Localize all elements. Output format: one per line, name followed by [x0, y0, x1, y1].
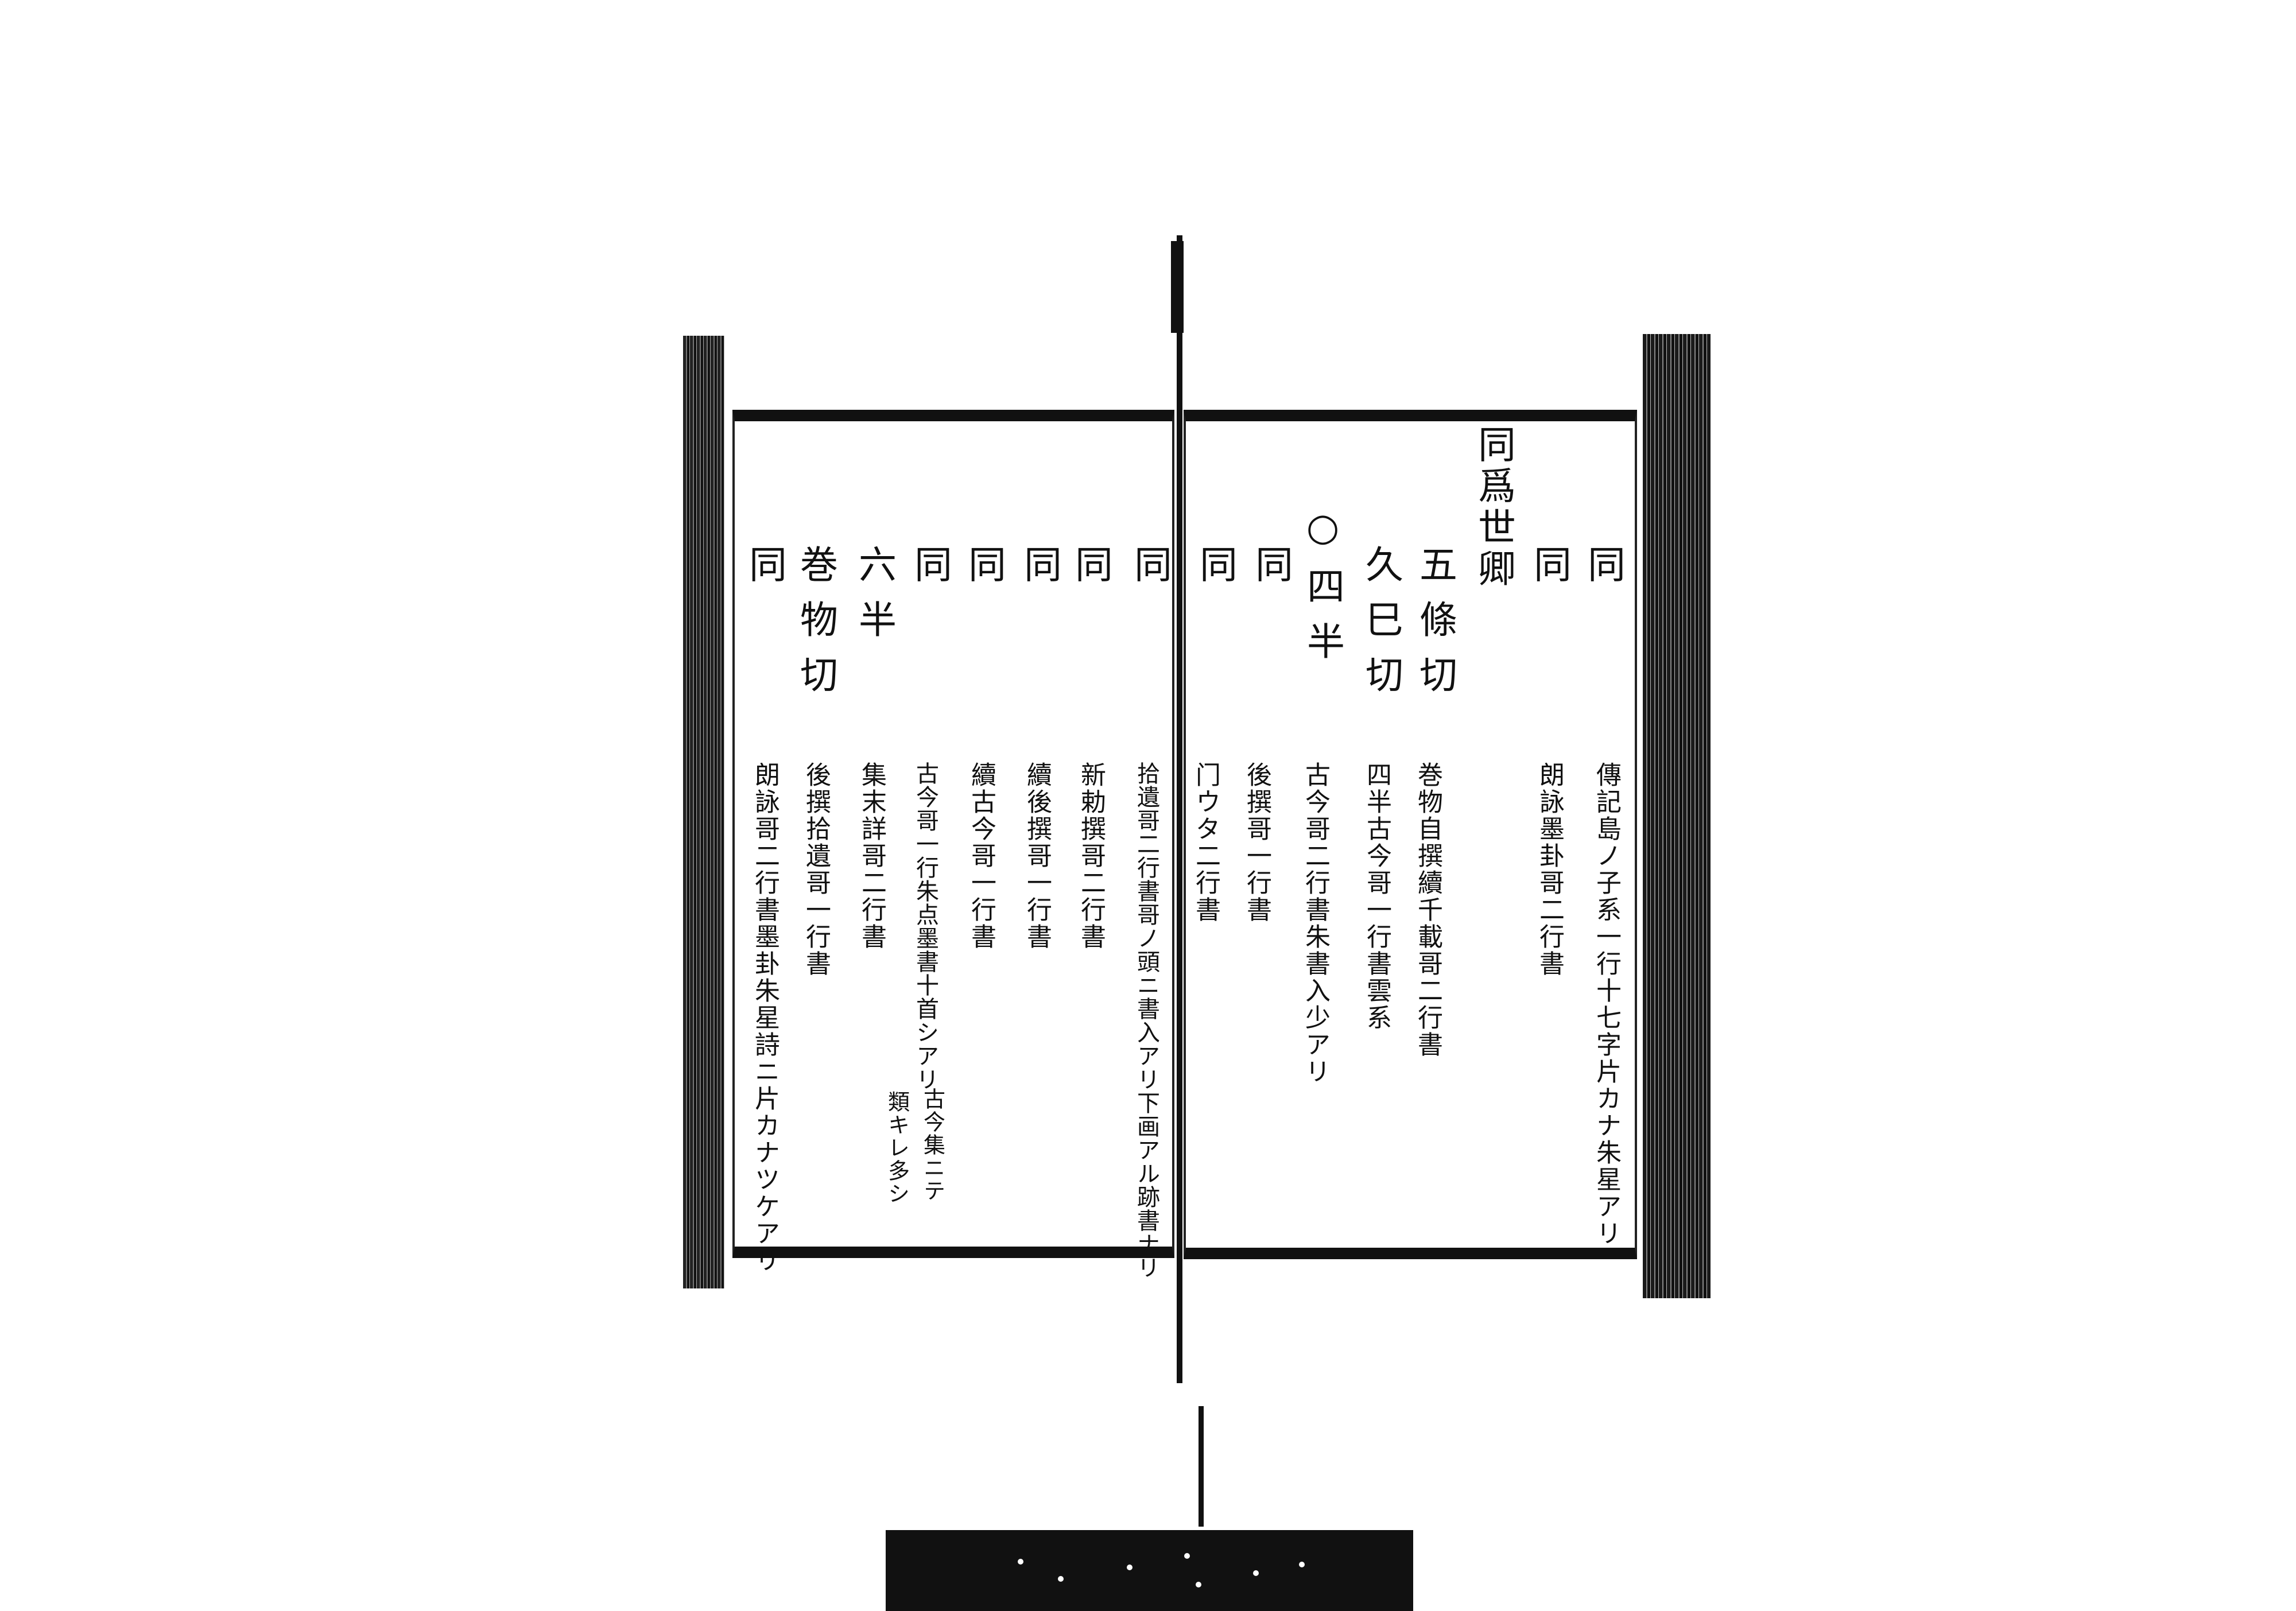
left-page-frame [732, 410, 1174, 1258]
entry-detail: 續古今哥一行書 [967, 762, 996, 950]
entry-detail: 集末詳哥二行書 [857, 762, 886, 950]
entry-detail: 傳記島ノ子系一行十七字片カナ朱星アリ [1592, 762, 1621, 1247]
entry-detail: 古今哥一行朱点墨書十首シアリ [912, 762, 938, 1091]
entry-heading: 同 [1527, 545, 1572, 600]
book-edge-left [683, 336, 724, 1288]
entry-heading: 久巳切 [1359, 545, 1403, 710]
entry-heading: 六半 [852, 545, 897, 655]
entry-heading: 同 [962, 545, 1006, 600]
entry-heading: 同 [1193, 545, 1238, 600]
entry-detail: 續後撰哥一行書 [1022, 762, 1052, 950]
scan-footer-bar [886, 1530, 1413, 1611]
entry-heading: ○四半 [1301, 505, 1345, 677]
entry-detail: 新勅撰哥二行書 [1076, 762, 1106, 950]
entry-detail: 古今哥二行書朱書入少アリ [1301, 762, 1330, 1085]
entry-detail: 拾遺哥二行書哥ノ頭ニ書入アリ下画アル跡書ナリ [1133, 762, 1159, 1279]
entry-detail: 朗詠墨卦哥二行書 [1535, 762, 1564, 977]
right-page-frame [1184, 410, 1637, 1259]
entry-heading: 同 [908, 545, 952, 600]
entry-heading: 同 [1249, 545, 1293, 600]
entry-note: 古今集ニテ [920, 1088, 945, 1202]
entry-heading: 同爲世卿 [1472, 425, 1516, 590]
entry-heading: 同 [1018, 545, 1062, 600]
entry-detail: 门ウタ二行書 [1191, 762, 1220, 923]
book-edge-right [1643, 334, 1711, 1298]
book-spine [1177, 235, 1182, 1383]
entry-heading: 五條切 [1413, 545, 1457, 710]
spine-top-mark [1171, 241, 1184, 333]
entry-heading: 同 [1128, 545, 1172, 600]
entry-note: 類キレ多シ [884, 1090, 910, 1205]
entry-heading: 巻物切 [794, 545, 838, 710]
entry-detail: 四半古今哥一行書雲系 [1362, 762, 1391, 1031]
entry-heading: 同 [1581, 545, 1626, 600]
entry-detail: 朗詠哥二行書墨卦朱星詩ニ片カナツケアリ [750, 762, 779, 1274]
entry-heading: 同 [1069, 545, 1113, 600]
entry-detail: 巻物自撰續千載哥二行書 [1413, 762, 1442, 1058]
entry-heading: 同 [743, 545, 787, 600]
entry-detail: 後撰拾遺哥一行書 [801, 762, 831, 977]
spine-stub [1199, 1406, 1204, 1527]
entry-detail: 後撰哥一行書 [1242, 762, 1271, 923]
